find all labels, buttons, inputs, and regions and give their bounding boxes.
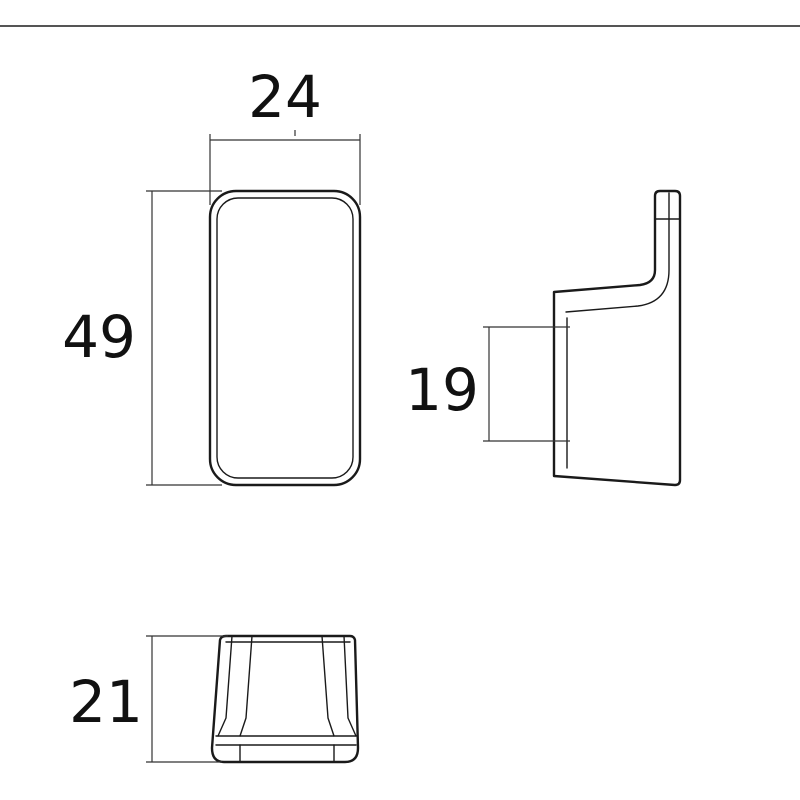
spacing-dimension-label: 19 (405, 356, 479, 424)
depth-dimension-label: 21 (69, 668, 143, 736)
front-view-inner-outline (216, 197, 354, 479)
height-dimension-label: 49 (62, 303, 136, 371)
side-spacing-dimension: 19 (405, 326, 570, 442)
bottom-view-right-inner-facet (321, 635, 335, 737)
bottom-view-left-inner-facet (239, 635, 253, 737)
bottom-view-right-facet (343, 635, 357, 737)
depth-dimension: 21 (69, 635, 228, 763)
side-view (552, 189, 682, 487)
height-dimension: 49 (62, 190, 222, 486)
bottom-view-outline (210, 634, 360, 764)
width-dimension: 24 (209, 63, 361, 205)
side-view-hook-inner-line (565, 192, 670, 313)
side-view-outline (552, 189, 682, 487)
front-view-outer-outline (208, 189, 362, 487)
bottom-view-left-facet (217, 635, 233, 737)
front-view (208, 189, 362, 487)
width-dimension-label: 24 (248, 63, 322, 131)
bottom-view (210, 634, 360, 764)
